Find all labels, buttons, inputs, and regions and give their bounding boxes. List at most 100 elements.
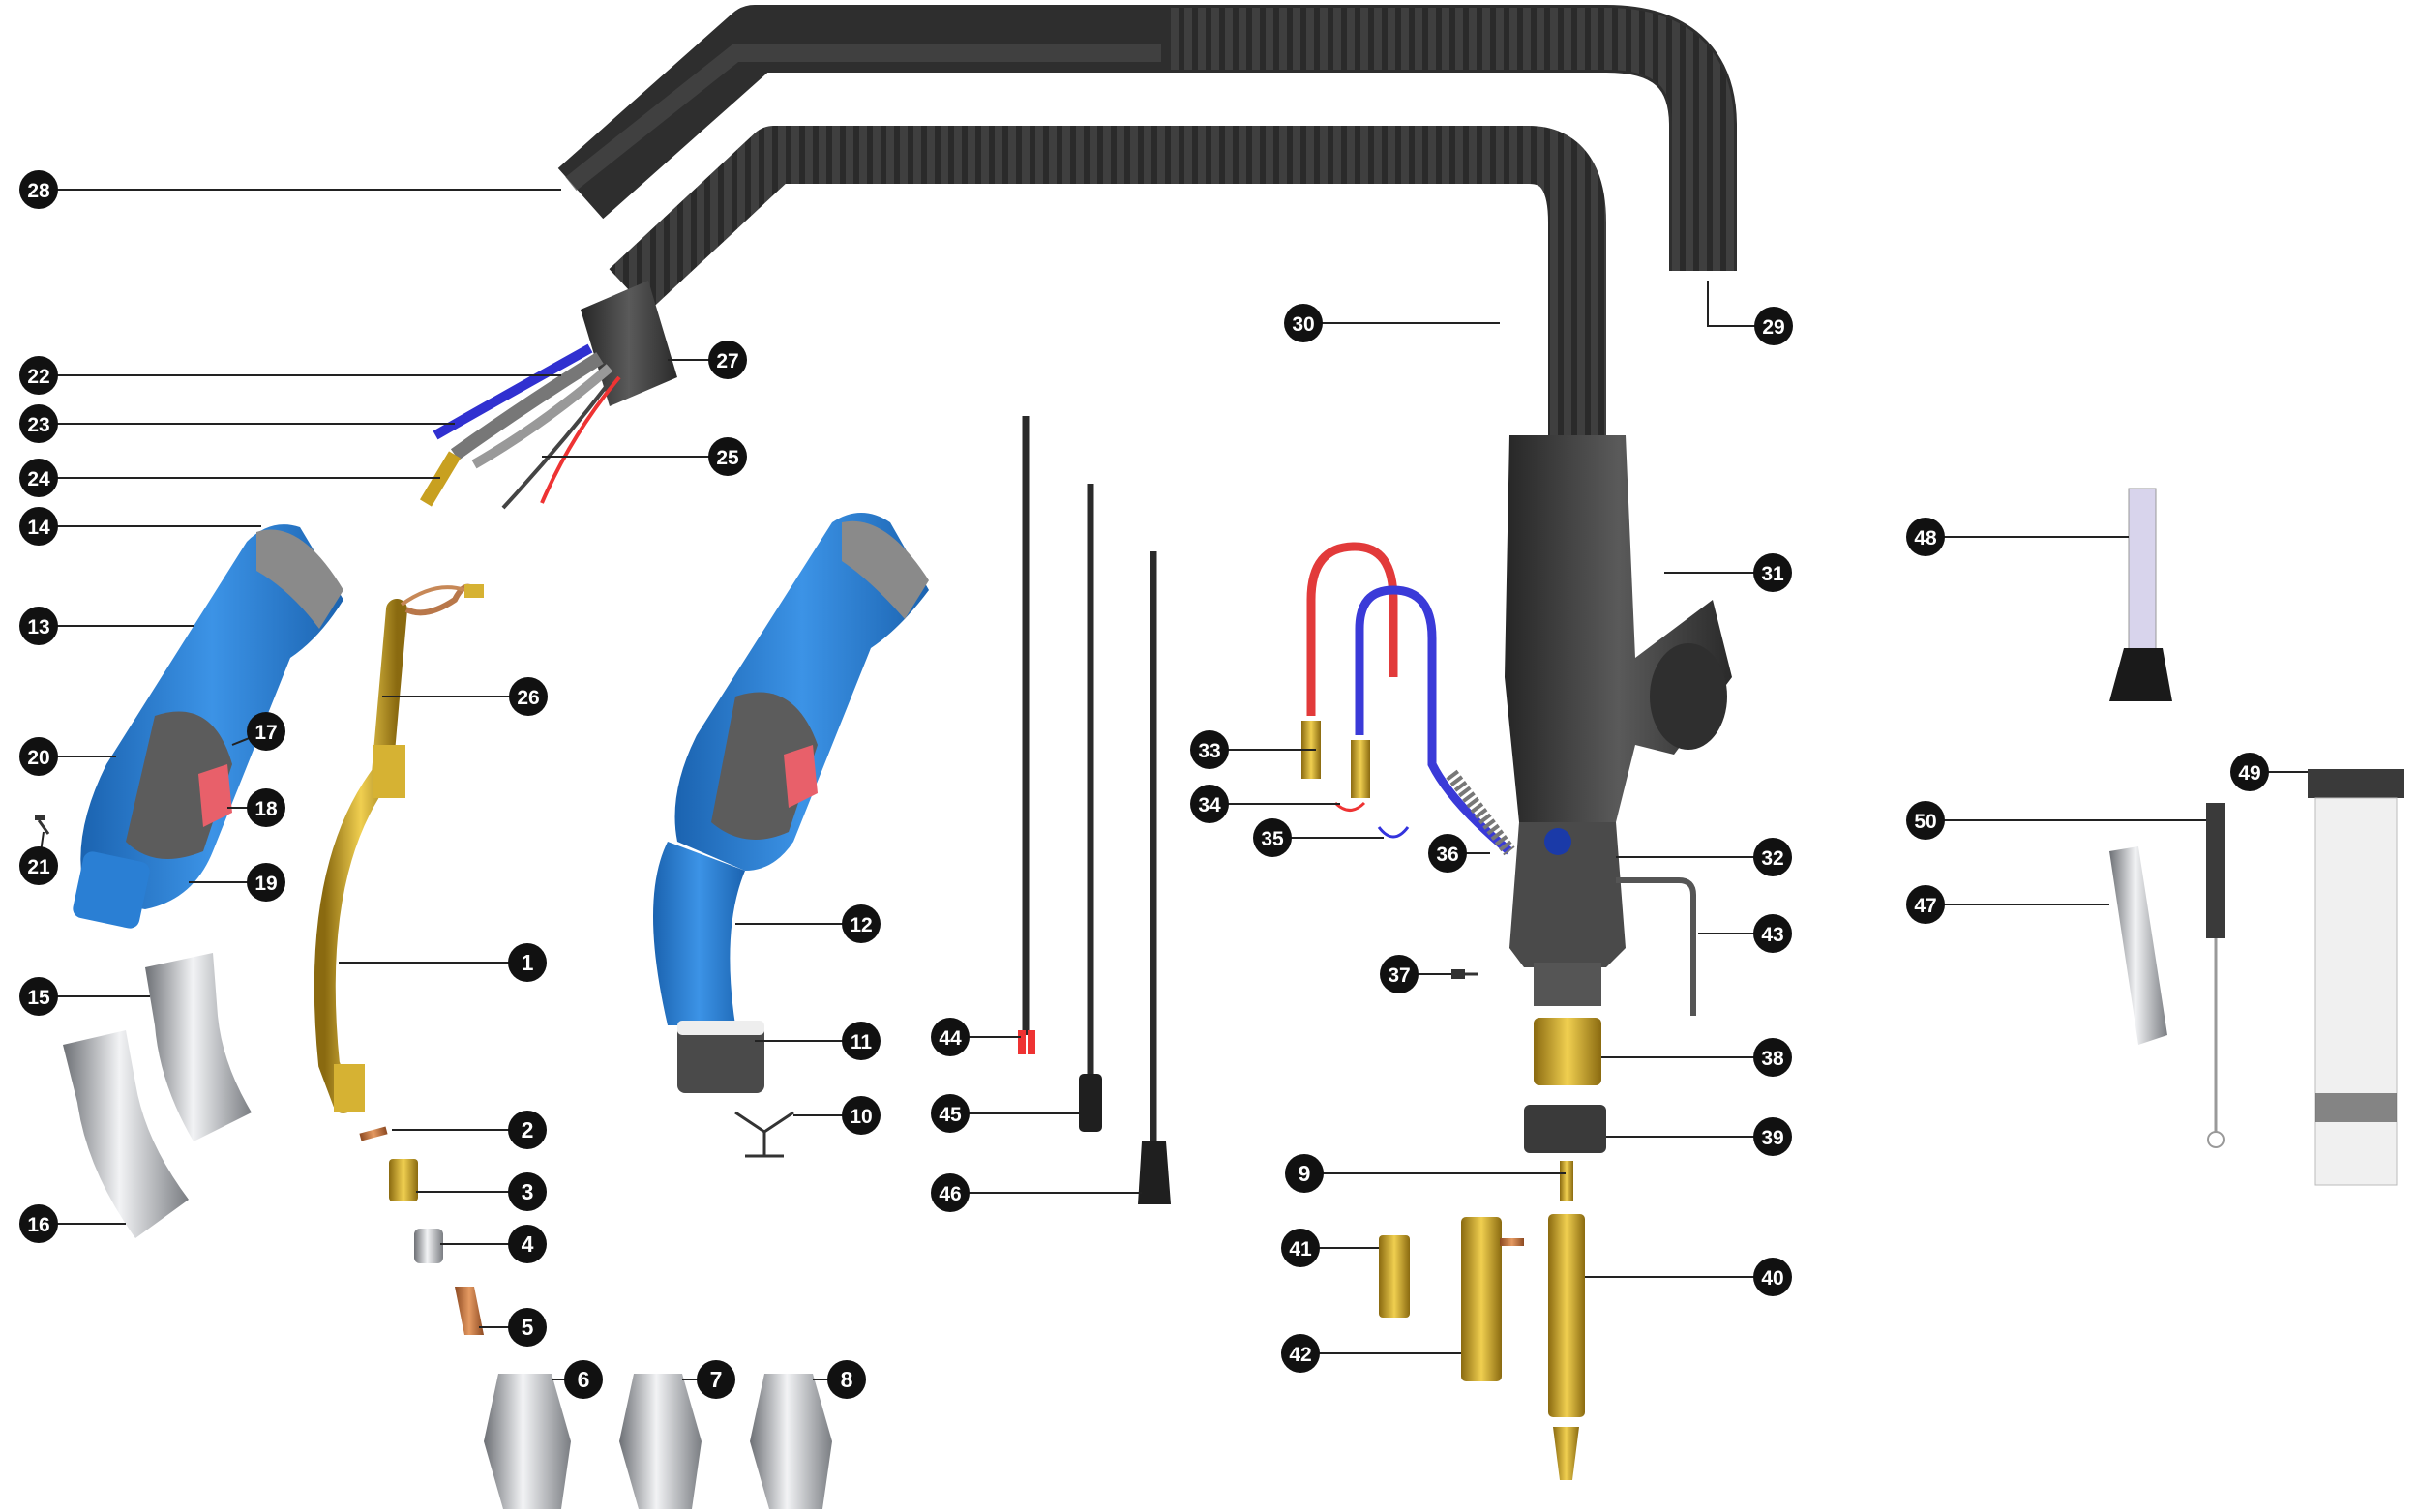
- callout-label-1: 1: [522, 950, 534, 975]
- callout-37: 37: [1380, 955, 1419, 993]
- callout-label-8: 8: [841, 1367, 853, 1392]
- screw-21: [35, 815, 50, 835]
- container-49: [2308, 769, 2404, 1186]
- callout-8: 8: [827, 1360, 866, 1399]
- callout-circle-31: [1753, 553, 1792, 592]
- callout-45: 45: [931, 1094, 970, 1133]
- callout-4: 4: [508, 1225, 547, 1263]
- callout-label-9: 9: [1299, 1161, 1311, 1186]
- callout-label-24: 24: [27, 468, 50, 490]
- cable-26: [400, 583, 484, 616]
- callout-17: 17: [247, 712, 285, 751]
- callout-24: 24: [19, 459, 58, 497]
- callout-label-44: 44: [939, 1027, 962, 1050]
- callout-circle-17: [247, 712, 285, 751]
- callout-circle-5: [508, 1308, 547, 1347]
- callout-20: 20: [19, 737, 58, 776]
- callout-label-4: 4: [522, 1231, 534, 1257]
- callout-circle-38: [1753, 1038, 1792, 1077]
- callout-circle-13: [19, 607, 58, 645]
- callout-circle-39: [1753, 1117, 1792, 1156]
- callout-29: 29: [1754, 307, 1793, 345]
- callout-circle-49: [2230, 753, 2269, 791]
- callout-circle-46: [931, 1173, 970, 1212]
- callout-circle-18: [247, 788, 285, 827]
- callout-label-2: 2: [522, 1117, 534, 1142]
- callout-circle-21: [19, 846, 58, 885]
- callout-3: 3: [508, 1172, 547, 1211]
- nozzle-8: [750, 1374, 832, 1509]
- callout-label-17: 17: [254, 722, 277, 744]
- callout-21: 21: [19, 846, 58, 885]
- callout-23: 23: [19, 404, 58, 443]
- callout-circle-19: [247, 863, 285, 902]
- callout-circle-41: [1281, 1229, 1320, 1267]
- callout-label-14: 14: [27, 517, 50, 539]
- callout-label-10: 10: [850, 1106, 872, 1128]
- callout-48: 48: [1906, 518, 1945, 556]
- callout-label-6: 6: [578, 1367, 590, 1392]
- callout-39: 39: [1753, 1117, 1792, 1156]
- callout-circle-9: [1285, 1154, 1324, 1193]
- callout-circle-48: [1906, 518, 1945, 556]
- callout-label-15: 15: [27, 987, 50, 1009]
- callout-16: 16: [19, 1204, 58, 1243]
- callout-circle-7: [697, 1360, 735, 1399]
- callout-6: 6: [564, 1360, 603, 1399]
- part-9: [1560, 1161, 1573, 1201]
- callout-22: 22: [19, 356, 58, 395]
- callout-25: 25: [708, 437, 747, 476]
- callout-38: 38: [1753, 1038, 1792, 1077]
- callout-18: 18: [247, 788, 285, 827]
- callout-circle-16: [19, 1204, 58, 1243]
- callout-circle-2: [508, 1111, 547, 1149]
- callout-circle-29: [1754, 307, 1793, 345]
- hose-body-31: [1505, 435, 1732, 822]
- callout-circle-37: [1380, 955, 1419, 993]
- callout-circle-24: [19, 459, 58, 497]
- callout-label-23: 23: [27, 414, 49, 436]
- callout-label-16: 16: [27, 1214, 49, 1236]
- hose-clip-35: [1377, 826, 1410, 839]
- outer-sleeve-hose: [557, 5, 1737, 271]
- callout-label-46: 46: [939, 1183, 961, 1205]
- callout-circle-25: [708, 437, 747, 476]
- callout-27: 27: [708, 341, 747, 379]
- callout-33: 33: [1190, 730, 1229, 769]
- callout-label-28: 28: [27, 180, 50, 202]
- callout-32: 32: [1753, 838, 1792, 876]
- callout-41: 41: [1281, 1229, 1320, 1267]
- callout-circle-34: [1190, 785, 1229, 823]
- callout-circle-42: [1281, 1334, 1320, 1373]
- callout-label-3: 3: [522, 1179, 534, 1204]
- brass-nut-38: [1534, 1018, 1601, 1085]
- callout-label-22: 22: [27, 366, 49, 388]
- callout-label-25: 25: [716, 447, 739, 469]
- callout-circle-33: [1190, 730, 1229, 769]
- callout-circle-14: [19, 507, 58, 546]
- cable-45: [1079, 484, 1102, 1132]
- cable-46: [1138, 551, 1171, 1204]
- callout-42: 42: [1281, 1334, 1320, 1373]
- callout-label-35: 35: [1261, 828, 1284, 850]
- callout-43: 43: [1753, 914, 1792, 953]
- callout-label-13: 13: [27, 616, 49, 638]
- cable-44: [1018, 416, 1035, 1054]
- callout-9: 9: [1285, 1154, 1324, 1193]
- internal-cables: [419, 343, 621, 510]
- callout-46: 46: [931, 1173, 970, 1212]
- hose-clip-34: [1333, 801, 1366, 812]
- part-4: [414, 1229, 443, 1263]
- callout-5: 5: [508, 1308, 547, 1347]
- callout-circle-4: [508, 1225, 547, 1263]
- nozzle-6: [484, 1374, 571, 1509]
- callout-31: 31: [1753, 553, 1792, 592]
- elbow-15: [145, 953, 252, 1141]
- callout-label-38: 38: [1761, 1048, 1784, 1070]
- part-5: [455, 1287, 484, 1335]
- callout-19: 19: [247, 863, 285, 902]
- callout-circle-26: [509, 677, 548, 716]
- callout-label-20: 20: [27, 747, 49, 769]
- callout-13: 13: [19, 607, 58, 645]
